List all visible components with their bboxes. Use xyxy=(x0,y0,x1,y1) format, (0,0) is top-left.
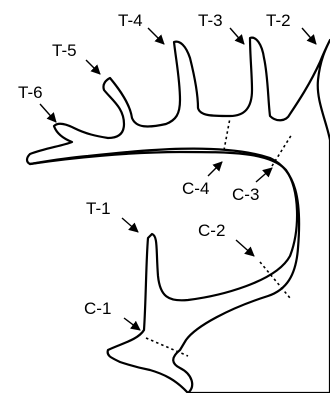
t4-arrow xyxy=(148,28,164,44)
label-t4: T-4 xyxy=(118,11,143,30)
label-t3: T-3 xyxy=(198,11,223,30)
t1-arrow xyxy=(122,218,138,232)
label-t6: T-6 xyxy=(18,83,43,102)
t5-arrow xyxy=(86,60,100,74)
label-c2: C-2 xyxy=(198,221,225,240)
label-t1: T-1 xyxy=(86,199,111,218)
c4-section xyxy=(224,118,230,150)
c3-section xyxy=(272,134,292,166)
t2-arrow xyxy=(302,28,316,44)
c4-arrow xyxy=(208,162,222,176)
label-t2: T-2 xyxy=(266,11,291,30)
c3-arrow xyxy=(256,168,272,182)
label-c3: C-3 xyxy=(232,185,259,204)
t3-arrow xyxy=(230,28,244,44)
label-t5: T-5 xyxy=(52,41,77,60)
t6-arrow xyxy=(40,104,56,122)
label-c1: C-1 xyxy=(84,299,111,318)
c1-arrow xyxy=(124,318,140,330)
antler-outline xyxy=(27,38,330,393)
c2-arrow xyxy=(236,240,254,256)
label-c4: C-4 xyxy=(182,179,209,198)
